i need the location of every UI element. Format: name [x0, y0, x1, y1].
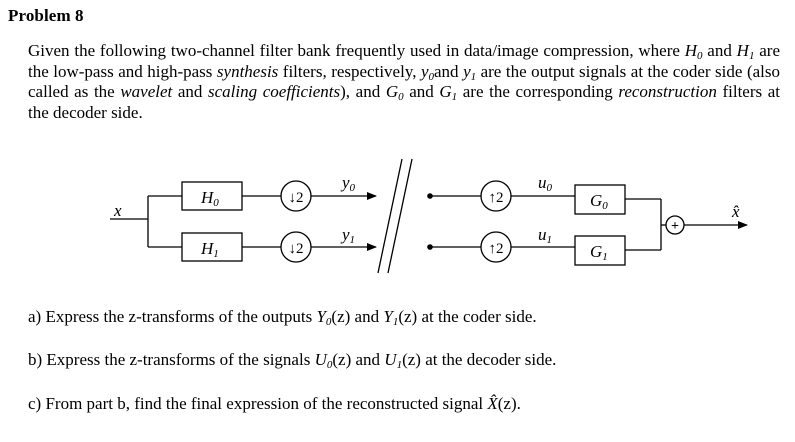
filter-h1-label: H1 [200, 239, 219, 260]
intro-text: and [434, 61, 464, 81]
question-a: a) Express the z-transforms of the outpu… [28, 307, 537, 328]
adder-label: + [671, 219, 679, 234]
intro-text: and [403, 82, 440, 102]
y1-label: y1 [340, 225, 355, 246]
downsampler-bottom-label: ↓2 [289, 241, 304, 257]
symbol-h1: H1 [736, 41, 755, 62]
symbol-U1: U1 [384, 350, 403, 371]
intro-text: Given the following two-channel filter b… [28, 41, 680, 60]
downsampler-top-label: ↓2 [289, 190, 304, 206]
symbol-y1: y1 [463, 61, 477, 83]
symbol-y0: y0 [420, 61, 435, 83]
problem-title: Problem 8 [8, 6, 84, 25]
intro-text: are the output signals at the coder side… [28, 61, 780, 102]
emphasis-scaling: scaling coefficients [208, 82, 341, 102]
channel-break-mark [387, 158, 413, 274]
emphasis-synthesis: synthesis [216, 61, 279, 81]
upsampler-bottom-label: ↑2 [489, 241, 504, 257]
channel-break-mark [377, 158, 403, 274]
symbol-Y1: Y1 [383, 307, 399, 328]
problem-statement: Given the following two-channel filter b… [28, 41, 780, 123]
intro-text: filters, respectively, [278, 61, 421, 81]
symbol-h0: H0 [684, 41, 703, 62]
u1-label: u1 [538, 225, 552, 246]
question-b: b) Express the z-transforms of the signa… [28, 350, 557, 371]
intro-text: and [702, 41, 737, 60]
input-label: x [113, 201, 122, 220]
emphasis-wavelet: wavelet [120, 82, 173, 102]
decoder-input-dot [427, 193, 433, 199]
intro-text: filters at the decoder side. [28, 82, 781, 122]
intro-text: and [172, 82, 209, 102]
emphasis-reconstruction: reconstruction [618, 82, 717, 102]
upsampler-top-label: ↑2 [489, 190, 504, 206]
filter-bank-diagram: x H0 H1 ↓2 ↓2 y0 y1 ↑2 ↑2 u0 u1 G0 G1 + … [110, 158, 748, 274]
symbol-g0: G0 [385, 82, 404, 104]
intro-text: ), and [340, 82, 386, 102]
symbol-U0: U0 [314, 350, 333, 371]
symbol-g1: G1 [439, 82, 458, 104]
filter-g0-label: G0 [590, 191, 608, 212]
filter-h0-label: H0 [200, 188, 219, 209]
intro-text: are the low-pass and high-pass [28, 41, 780, 81]
symbol-Y0: Y0 [316, 307, 332, 328]
symbol-Xhat: X̂ [487, 394, 498, 413]
y0-label: y0 [340, 173, 356, 194]
intro-text: are the corresponding [457, 82, 619, 102]
question-c: c) From part b, find the final expressio… [28, 394, 521, 413]
filter-g1-label: G1 [590, 242, 608, 263]
decoder-input-dot [427, 244, 433, 250]
u0-label: u0 [538, 173, 553, 194]
output-label: x̂ [731, 202, 740, 221]
